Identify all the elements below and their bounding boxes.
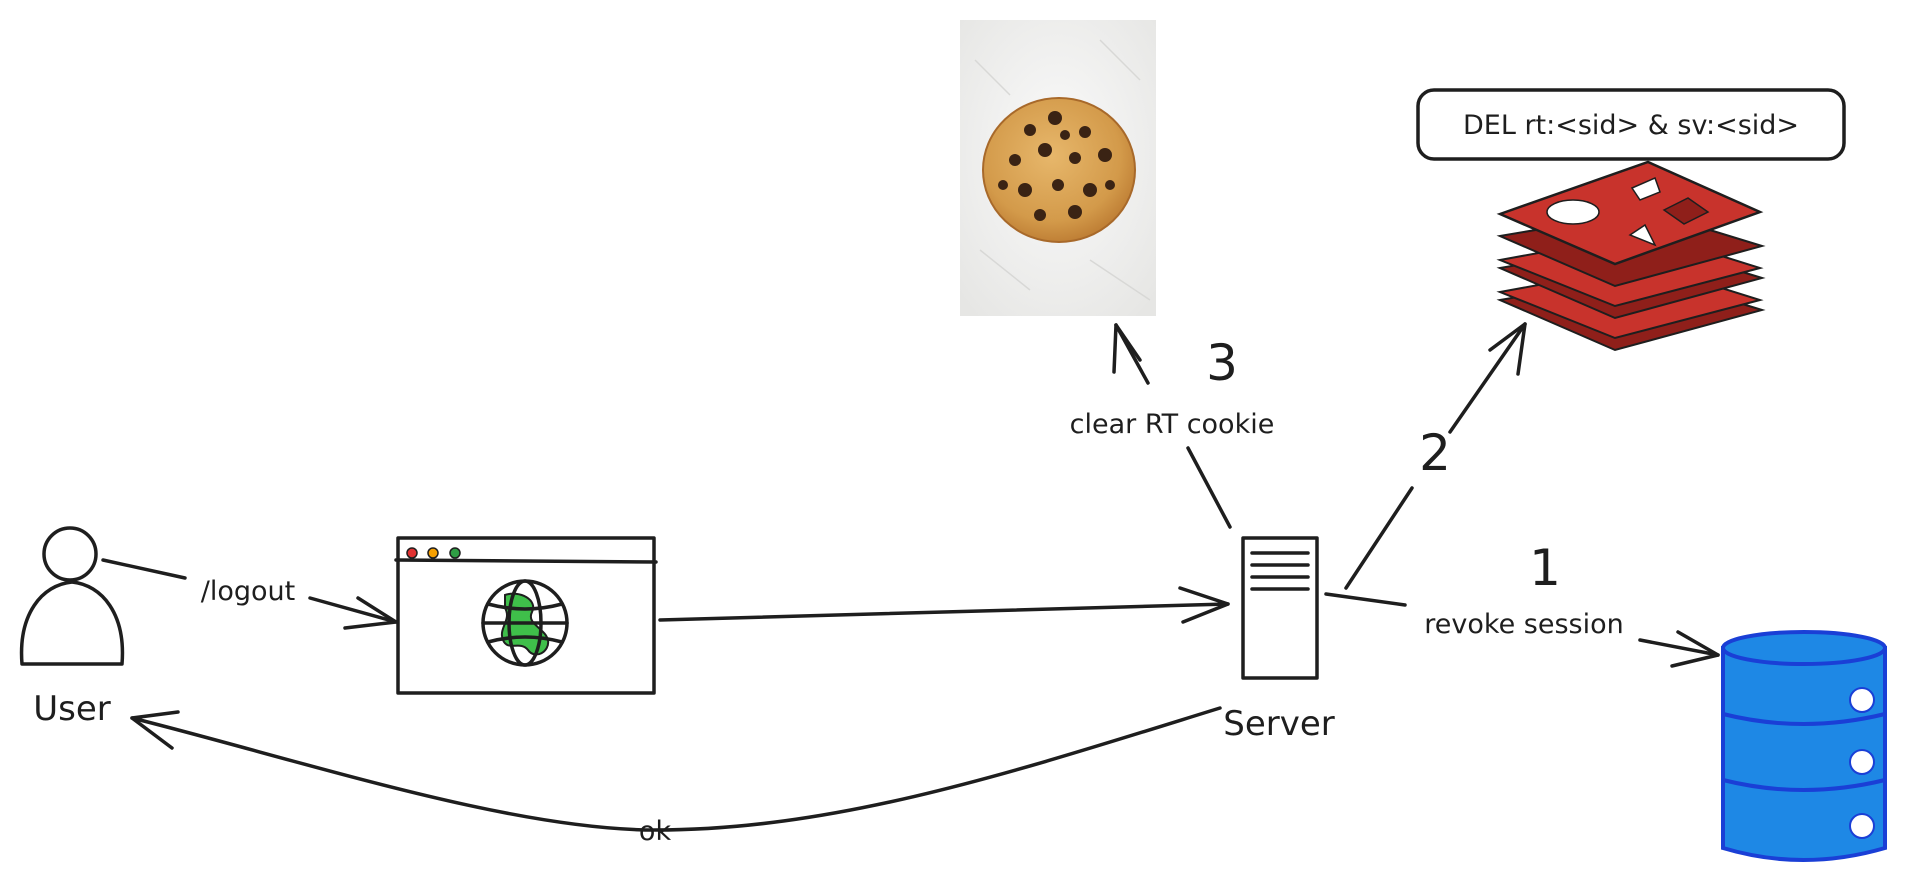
window-minimize-dot (427, 547, 439, 559)
redis-icon (1496, 160, 1766, 352)
window-close-dot (406, 547, 418, 559)
arrow-server-to-database (1324, 592, 1720, 668)
arrow-browser-to-server (658, 586, 1230, 624)
redis-command-box: DEL rt:<sid> & sv:<sid> (1416, 88, 1846, 161)
arrow-user-to-browser (101, 558, 398, 630)
arrow-server-to-redis (1344, 322, 1527, 590)
user-label: User (33, 689, 111, 729)
step3-label: clear RT cookie (1070, 409, 1275, 440)
step3-number: 3 (1206, 334, 1238, 392)
arrow-server-to-user-ok (130, 706, 1222, 832)
step1-label: revoke session (1424, 609, 1623, 640)
arrow-server-to-cookie (1112, 323, 1232, 529)
ok-response-label: ok (639, 816, 672, 847)
browser-window-icon (394, 536, 658, 695)
redis-command-label: DEL rt:<sid> & sv:<sid> (1463, 110, 1799, 141)
person-icon (19, 526, 125, 666)
server-tower-icon (1241, 536, 1319, 680)
server-node: Server (1223, 536, 1335, 744)
step2-number: 2 (1419, 424, 1451, 482)
globe-icon (481, 579, 569, 667)
step1-number: 1 (1529, 539, 1561, 597)
user-node: User (19, 526, 125, 729)
window-maximize-dot (449, 547, 461, 559)
cookie-image (960, 20, 1156, 316)
redis-node: DEL rt:<sid> & sv:<sid> (1416, 88, 1846, 352)
browser-window (394, 536, 658, 695)
database-icon (1721, 630, 1887, 862)
server-label: Server (1223, 704, 1335, 744)
cookie-icon (982, 97, 1136, 243)
logout-request-label: /logout (201, 576, 295, 607)
